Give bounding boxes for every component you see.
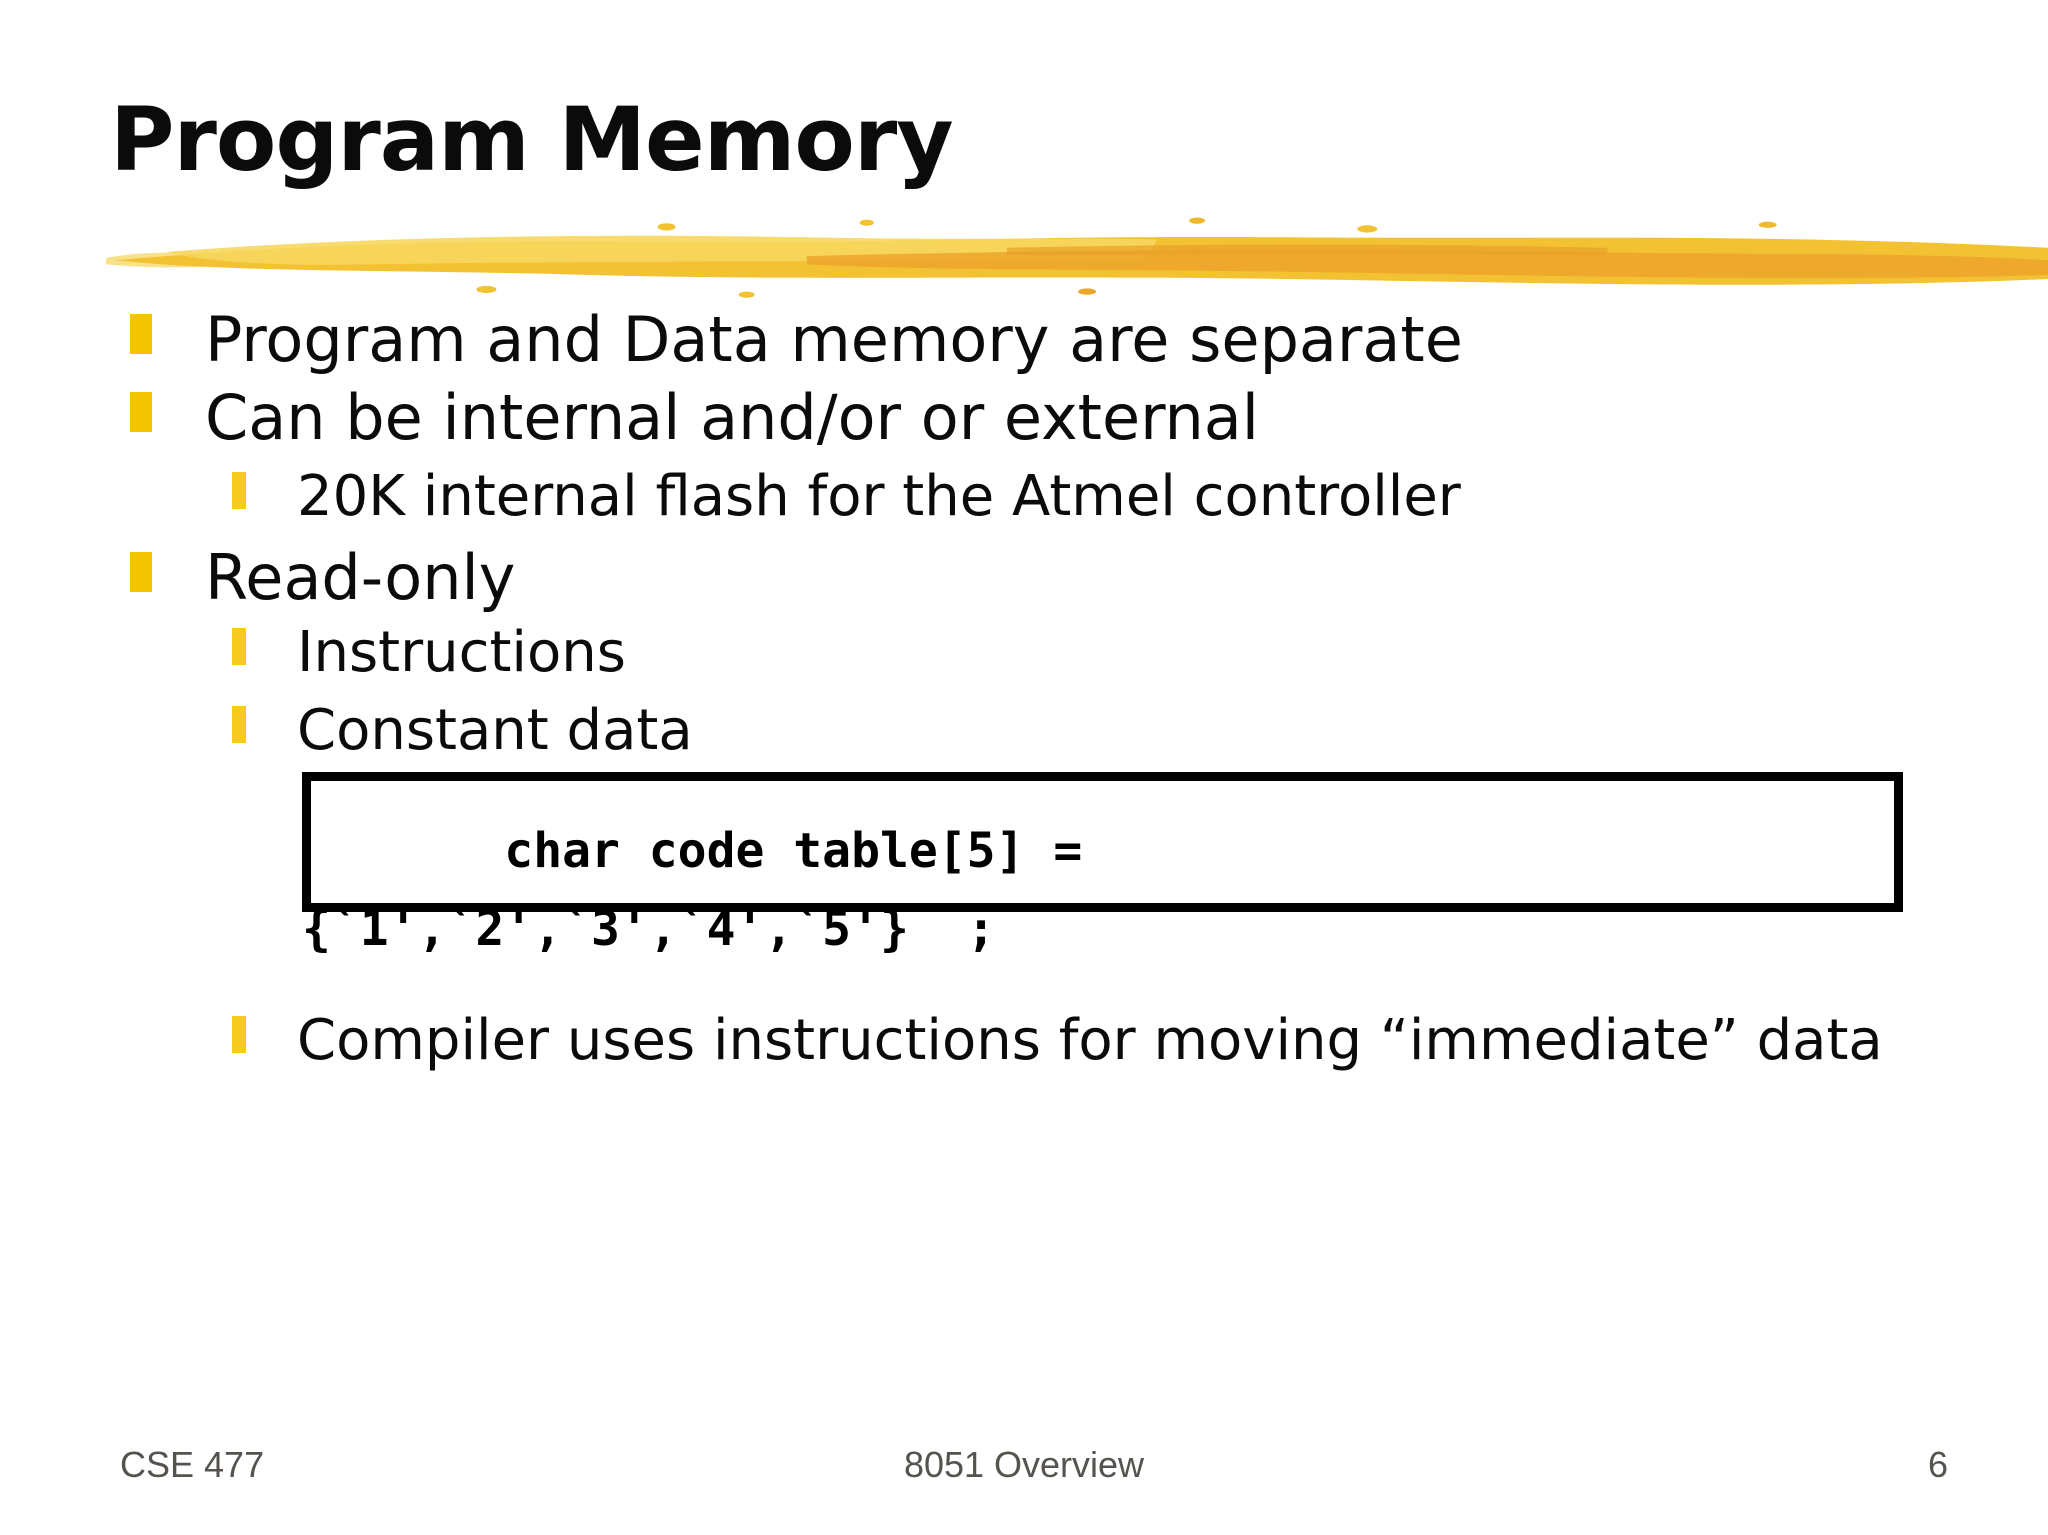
bullet-item: Can be internal and/or or external — [130, 382, 1259, 454]
bullet-icon — [130, 552, 152, 592]
bullet-item: Constant data — [232, 698, 693, 764]
slide-title: Program Memory — [110, 88, 954, 191]
bullet-item: 20K internal flash for the Atmel control… — [232, 464, 1461, 530]
bullet-text: 20K internal flash for the Atmel control… — [297, 464, 1461, 529]
bullet-item: Program and Data memory are separate — [130, 304, 1463, 376]
bullet-icon — [232, 706, 246, 743]
bullet-icon — [232, 628, 246, 665]
slide-footer: CSE 477 8051 Overview 6 — [0, 1444, 2048, 1504]
bullet-item: Compiler uses instructions for moving “i… — [232, 1008, 1883, 1074]
bullet-text: Can be internal and/or or external — [205, 381, 1259, 454]
bullet-icon — [130, 314, 152, 354]
footer-deck-title: 8051 Overview — [903, 1444, 1145, 1485]
code-box — [302, 772, 1903, 912]
bullet-text: Program and Data memory are separate — [205, 303, 1463, 376]
code-snippet: char code table[5] = {`1',`2',`3',`4',`5… — [302, 812, 1082, 968]
bullet-text: Read-only — [205, 541, 516, 614]
bullet-item: Instructions — [232, 620, 626, 686]
bullet-icon — [130, 392, 152, 432]
footer-page-number: 6 — [1927, 1444, 1948, 1485]
bullet-text: Constant data — [297, 698, 693, 763]
bullet-item: Read-only — [130, 542, 515, 614]
code-line-1: char code table[5] = — [302, 823, 1083, 879]
bullet-icon — [232, 1016, 246, 1053]
bullet-text: Compiler uses instructions for moving “i… — [297, 1008, 1883, 1073]
bullet-text: Instructions — [297, 620, 626, 685]
code-line-2: {`1',`2',`3',`4',`5'} ; — [302, 901, 996, 957]
footer-course: CSE 477 — [120, 1444, 265, 1485]
brush-stroke-accent — [106, 217, 2048, 298]
bullet-icon — [232, 472, 246, 509]
